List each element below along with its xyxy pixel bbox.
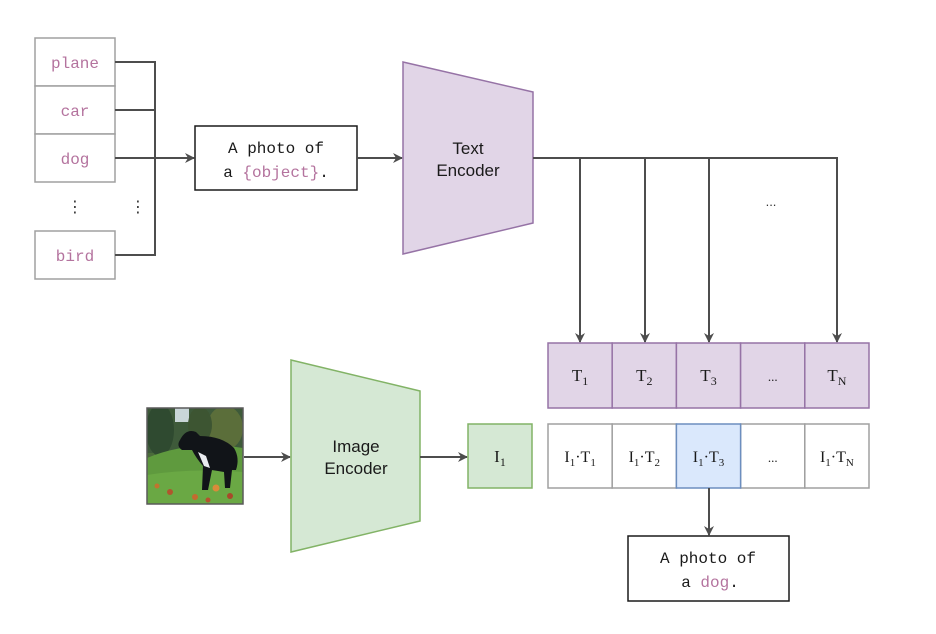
text-embedding-cell: T2	[611, 342, 678, 409]
input-photo	[146, 407, 244, 505]
similarity-label: I1·T2	[629, 449, 660, 469]
class-item: dog	[34, 133, 116, 183]
prompt-line-2: a {object}.	[223, 164, 329, 182]
similarity-label: I1·T1	[564, 449, 595, 469]
text-embedding-row: T1 T2 T3... TN	[547, 342, 870, 409]
text-embedding-cell: TN	[804, 342, 870, 409]
text-embedding-label: ...	[768, 369, 778, 384]
similarity-cell: ...	[739, 423, 806, 489]
similarity-row: I1·T1 I1·T2... I1·TN I1·T3	[547, 423, 870, 489]
text-fanout	[533, 157, 842, 343]
text-embedding-label: T1	[572, 366, 588, 388]
text-embedding-label: T2	[636, 366, 652, 388]
prediction-box: A photo of a dog.	[627, 535, 790, 602]
text-embedding-cell: T3	[675, 342, 742, 409]
prompt-prefix: a	[223, 164, 242, 182]
prediction-line-2: a dog.	[681, 574, 739, 592]
similarity-label: I1·TN	[820, 449, 854, 469]
fanout-ellipsis: ...	[766, 194, 777, 209]
text-embedding-label: T3	[700, 366, 716, 388]
class-connectors	[115, 61, 195, 256]
text-embedding-cell: ...	[739, 342, 806, 409]
text-encoder-label-1: Text	[452, 139, 483, 158]
similarity-cell-highlighted: I1·T3	[675, 423, 742, 489]
image-embedding: I1	[467, 423, 533, 489]
prediction-line-1: A photo of	[660, 550, 756, 568]
similarity-label: I1·T3	[693, 449, 725, 469]
class-list: plane car dog ⋮ ⋮ bird	[34, 37, 146, 280]
image-encoder-label-2: Encoder	[324, 459, 388, 478]
class-item: bird	[34, 230, 116, 280]
class-item: car	[34, 85, 116, 135]
image-encoder: Image Encoder	[290, 359, 421, 553]
class-item: plane	[34, 37, 116, 87]
predicted-label: dog	[700, 574, 729, 592]
image-encoder-label-1: Image	[332, 437, 379, 456]
vertical-ellipsis-icon: ⋮	[67, 199, 83, 216]
class-label-plane: plane	[51, 55, 99, 73]
similarity-label: ...	[768, 450, 778, 465]
similarity-cell: I1·T1	[547, 423, 613, 489]
similarity-cell: I1·TN	[804, 423, 870, 489]
class-label-dog: dog	[61, 151, 90, 169]
class-label-bird: bird	[56, 248, 94, 266]
object-placeholder: {object}	[242, 164, 319, 182]
text-encoder-label-2: Encoder	[436, 161, 500, 180]
similarity-cell: I1·T2	[611, 423, 678, 489]
text-embedding-label: TN	[827, 366, 846, 388]
text-embedding-cell: T1	[547, 342, 613, 409]
prompt-suffix: .	[319, 164, 329, 182]
class-label-car: car	[61, 103, 90, 121]
prompt-line-1: A photo of	[228, 140, 324, 158]
text-encoder: Text Encoder	[402, 61, 534, 255]
image-embedding-label: I1	[494, 447, 506, 469]
vertical-ellipsis-icon: ⋮	[130, 199, 146, 216]
prompt-template-box: A photo of a {object}.	[194, 125, 358, 191]
